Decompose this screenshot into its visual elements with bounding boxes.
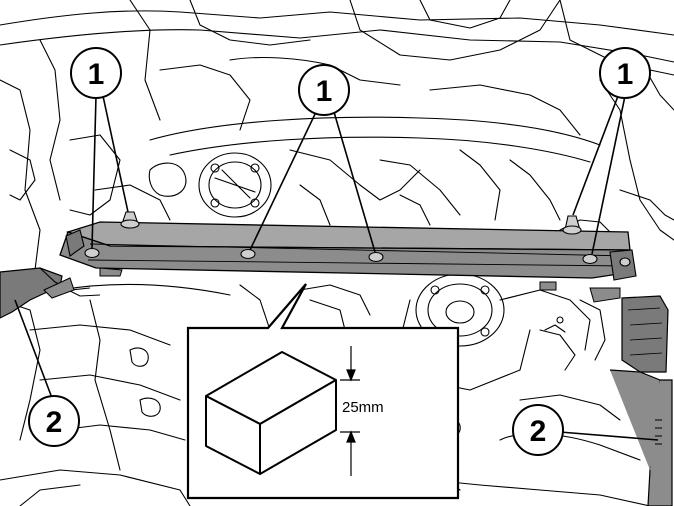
leader-1-center-a <box>249 111 317 251</box>
callout-1-center-label: 1 <box>316 75 333 108</box>
callout-2-left: 2 <box>28 395 80 447</box>
bolt-right-front <box>582 253 598 265</box>
leader-2-left <box>14 299 53 399</box>
callout-1-right-label: 1 <box>617 58 634 91</box>
leader-1-center-b <box>333 111 376 253</box>
callout-1-center: 1 <box>298 64 350 116</box>
bolt-center-right <box>368 251 384 263</box>
leader-1-right-a <box>572 95 619 216</box>
leader-1-left-b <box>102 95 129 213</box>
crossmember-bar <box>43 221 637 303</box>
callout-2-right-label: 2 <box>530 415 547 448</box>
leader-1-left-a <box>91 95 97 249</box>
callout-2-left-label: 2 <box>46 406 63 439</box>
dimension-marker <box>340 346 360 476</box>
leader-lines <box>14 95 659 441</box>
spacer-block-shape <box>205 351 337 475</box>
callout-1-right: 1 <box>599 47 651 99</box>
leader-1-right-b <box>591 95 626 255</box>
spacer-block-inset: 25mm <box>186 283 460 500</box>
callout-2-right: 2 <box>512 404 564 456</box>
bolt-left-top <box>120 211 140 229</box>
right-side-cover <box>609 295 673 506</box>
bolts <box>84 211 631 267</box>
callout-1-left: 1 <box>70 47 122 99</box>
bolt-right-top <box>562 215 582 235</box>
dimension-label: 25mm <box>342 399 384 416</box>
bolt-center-left <box>240 248 256 260</box>
bolt-left-front <box>84 247 100 259</box>
bolt-right-end <box>619 257 631 267</box>
callout-1-left-label: 1 <box>88 58 105 91</box>
leader-2-right <box>559 431 659 441</box>
